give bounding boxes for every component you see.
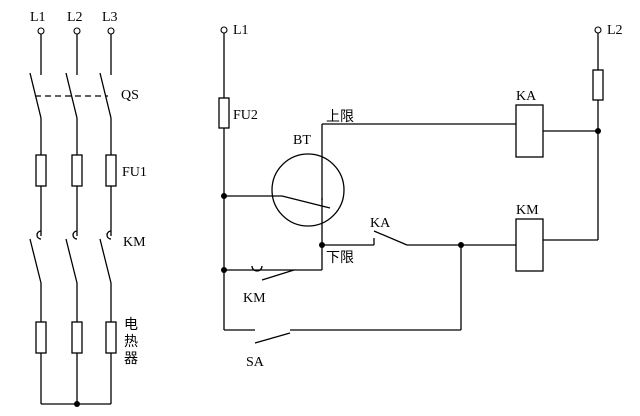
terminal-l3 [107,27,115,35]
fu1-label: FU1 [122,165,147,180]
terminal-control-l1 [220,26,228,34]
heater-elements [35,321,117,354]
phase-label-l3: L3 [102,10,118,25]
bt-label: BT [293,133,311,148]
km-hold-contact-label: KM [243,291,266,306]
qs-label: QS [121,88,139,103]
fu2-label: FU2 [233,108,258,123]
ka-contact-label: KA [370,216,391,231]
control-l2-label: L2 [607,23,623,38]
right-resistor [592,69,604,101]
junction-ka-right [595,128,601,134]
control-l1-label: L1 [233,23,249,38]
fu1-fuses [35,154,117,187]
terminal-l1 [37,27,45,35]
fu2-fuse [218,97,230,129]
heater-label-char-1: 电 [124,317,138,333]
km-hold-contact [224,245,323,281]
main-circuit: L1 L2 L3 QS FU1 [29,10,147,407]
ka-coil [515,104,544,158]
km-coil-label: KM [516,203,539,218]
lower-limit-label: 下限 [326,250,354,266]
bt-thermometer [224,124,345,245]
upper-limit-label: 上限 [326,109,354,125]
heater-label-char-3: 器 [124,352,138,367]
ka-coil-label: KA [516,89,537,104]
star-point-junction [74,401,80,407]
sa-label: SA [246,355,265,370]
terminal-control-l2 [594,26,602,34]
km-main-contacts [29,230,112,284]
phase-label-l2: L2 [67,10,83,25]
heater-label-char-2: 热 [124,334,138,350]
qs-switch [29,72,112,119]
km-coil [515,218,544,272]
sa-switch [224,245,462,344]
km-main-label: KM [123,235,146,250]
control-circuit: L1 L2 FU2 BT 上限 KA 下限 [218,23,623,370]
terminal-l2 [73,27,81,35]
phase-label-l1: L1 [30,10,46,25]
